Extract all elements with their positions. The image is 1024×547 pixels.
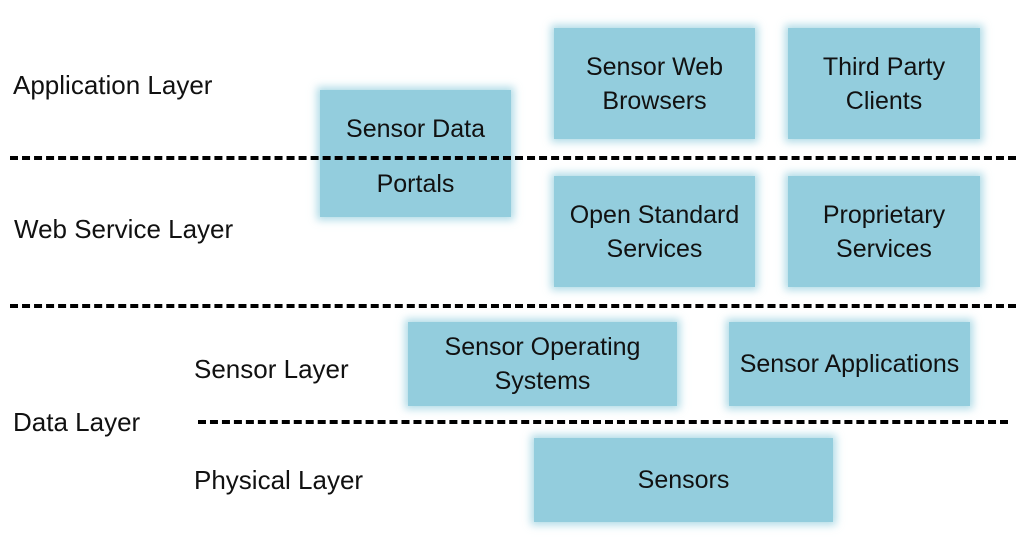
sensor-applications-label: Sensor Applications	[739, 350, 960, 378]
sensor-applications-box: Sensor Applications	[729, 322, 970, 406]
proprietary-services-label: Proprietary Services	[822, 200, 946, 263]
sensor-layer-label: Sensor Layer	[194, 354, 349, 384]
sensors-box: Sensors	[534, 438, 833, 522]
physical-layer-label: Physical Layer	[194, 465, 364, 495]
open-standard-services-label: Open Standard Services	[569, 200, 740, 263]
third-party-clients-box: Third Party Clients	[788, 28, 980, 139]
sensor-web-browsers-box: Sensor Web Browsers	[554, 28, 755, 139]
application-layer-label: Application Layer	[13, 70, 213, 100]
open-standard-services-box: Open Standard Services	[554, 176, 755, 287]
data-layer-label: Data Layer	[13, 407, 141, 437]
sensor-web-browsers-label: Sensor Web Browsers	[585, 52, 724, 115]
sensor-operating-systems-label: Sensor Operating Systems	[444, 333, 641, 395]
sensor-data-label: Sensor Data	[346, 115, 485, 143]
sensor-physical-divider	[198, 420, 1008, 424]
web-service-data-divider	[10, 304, 1016, 308]
portals-label: Portals	[376, 170, 455, 198]
application-web-service-divider	[10, 156, 1016, 160]
sensors-label: Sensors	[637, 466, 730, 494]
sensor-operating-systems-box: Sensor Operating Systems	[408, 322, 677, 406]
third-party-clients-label: Third Party Clients	[822, 52, 946, 115]
web-service-layer-label: Web Service Layer	[14, 214, 234, 244]
sensor-data-portals-box: Sensor Data Portals	[320, 90, 511, 217]
proprietary-services-box: Proprietary Services	[788, 176, 980, 287]
